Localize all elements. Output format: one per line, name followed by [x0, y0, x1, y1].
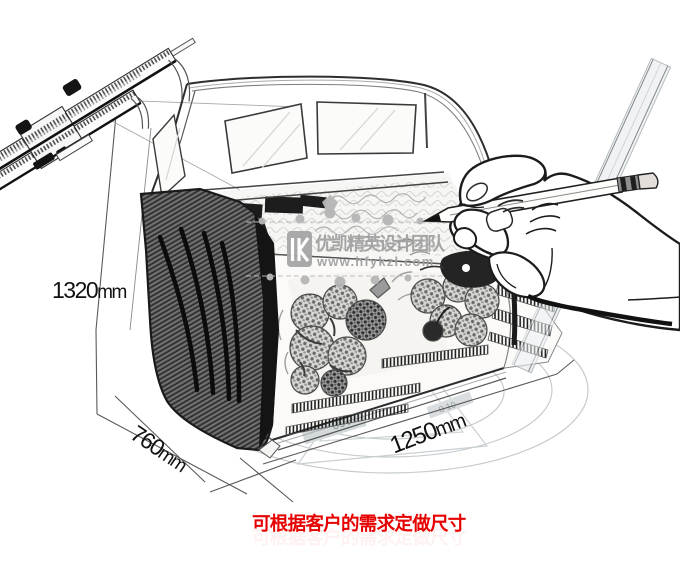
svg-text:可根据客户的需求定做尺寸: 可根据客户的需求定做尺寸 [252, 513, 466, 534]
svg-text:可根据客户的需求定做尺寸: 可根据客户的需求定做尺寸 [252, 527, 466, 548]
svg-text:1320mm: 1320mm [52, 277, 126, 303]
svg-text:优凯精英设计团队: 优凯精英设计团队 [315, 233, 446, 254]
svg-text:www.hfykzl.com: www.hfykzl.com [316, 254, 434, 269]
